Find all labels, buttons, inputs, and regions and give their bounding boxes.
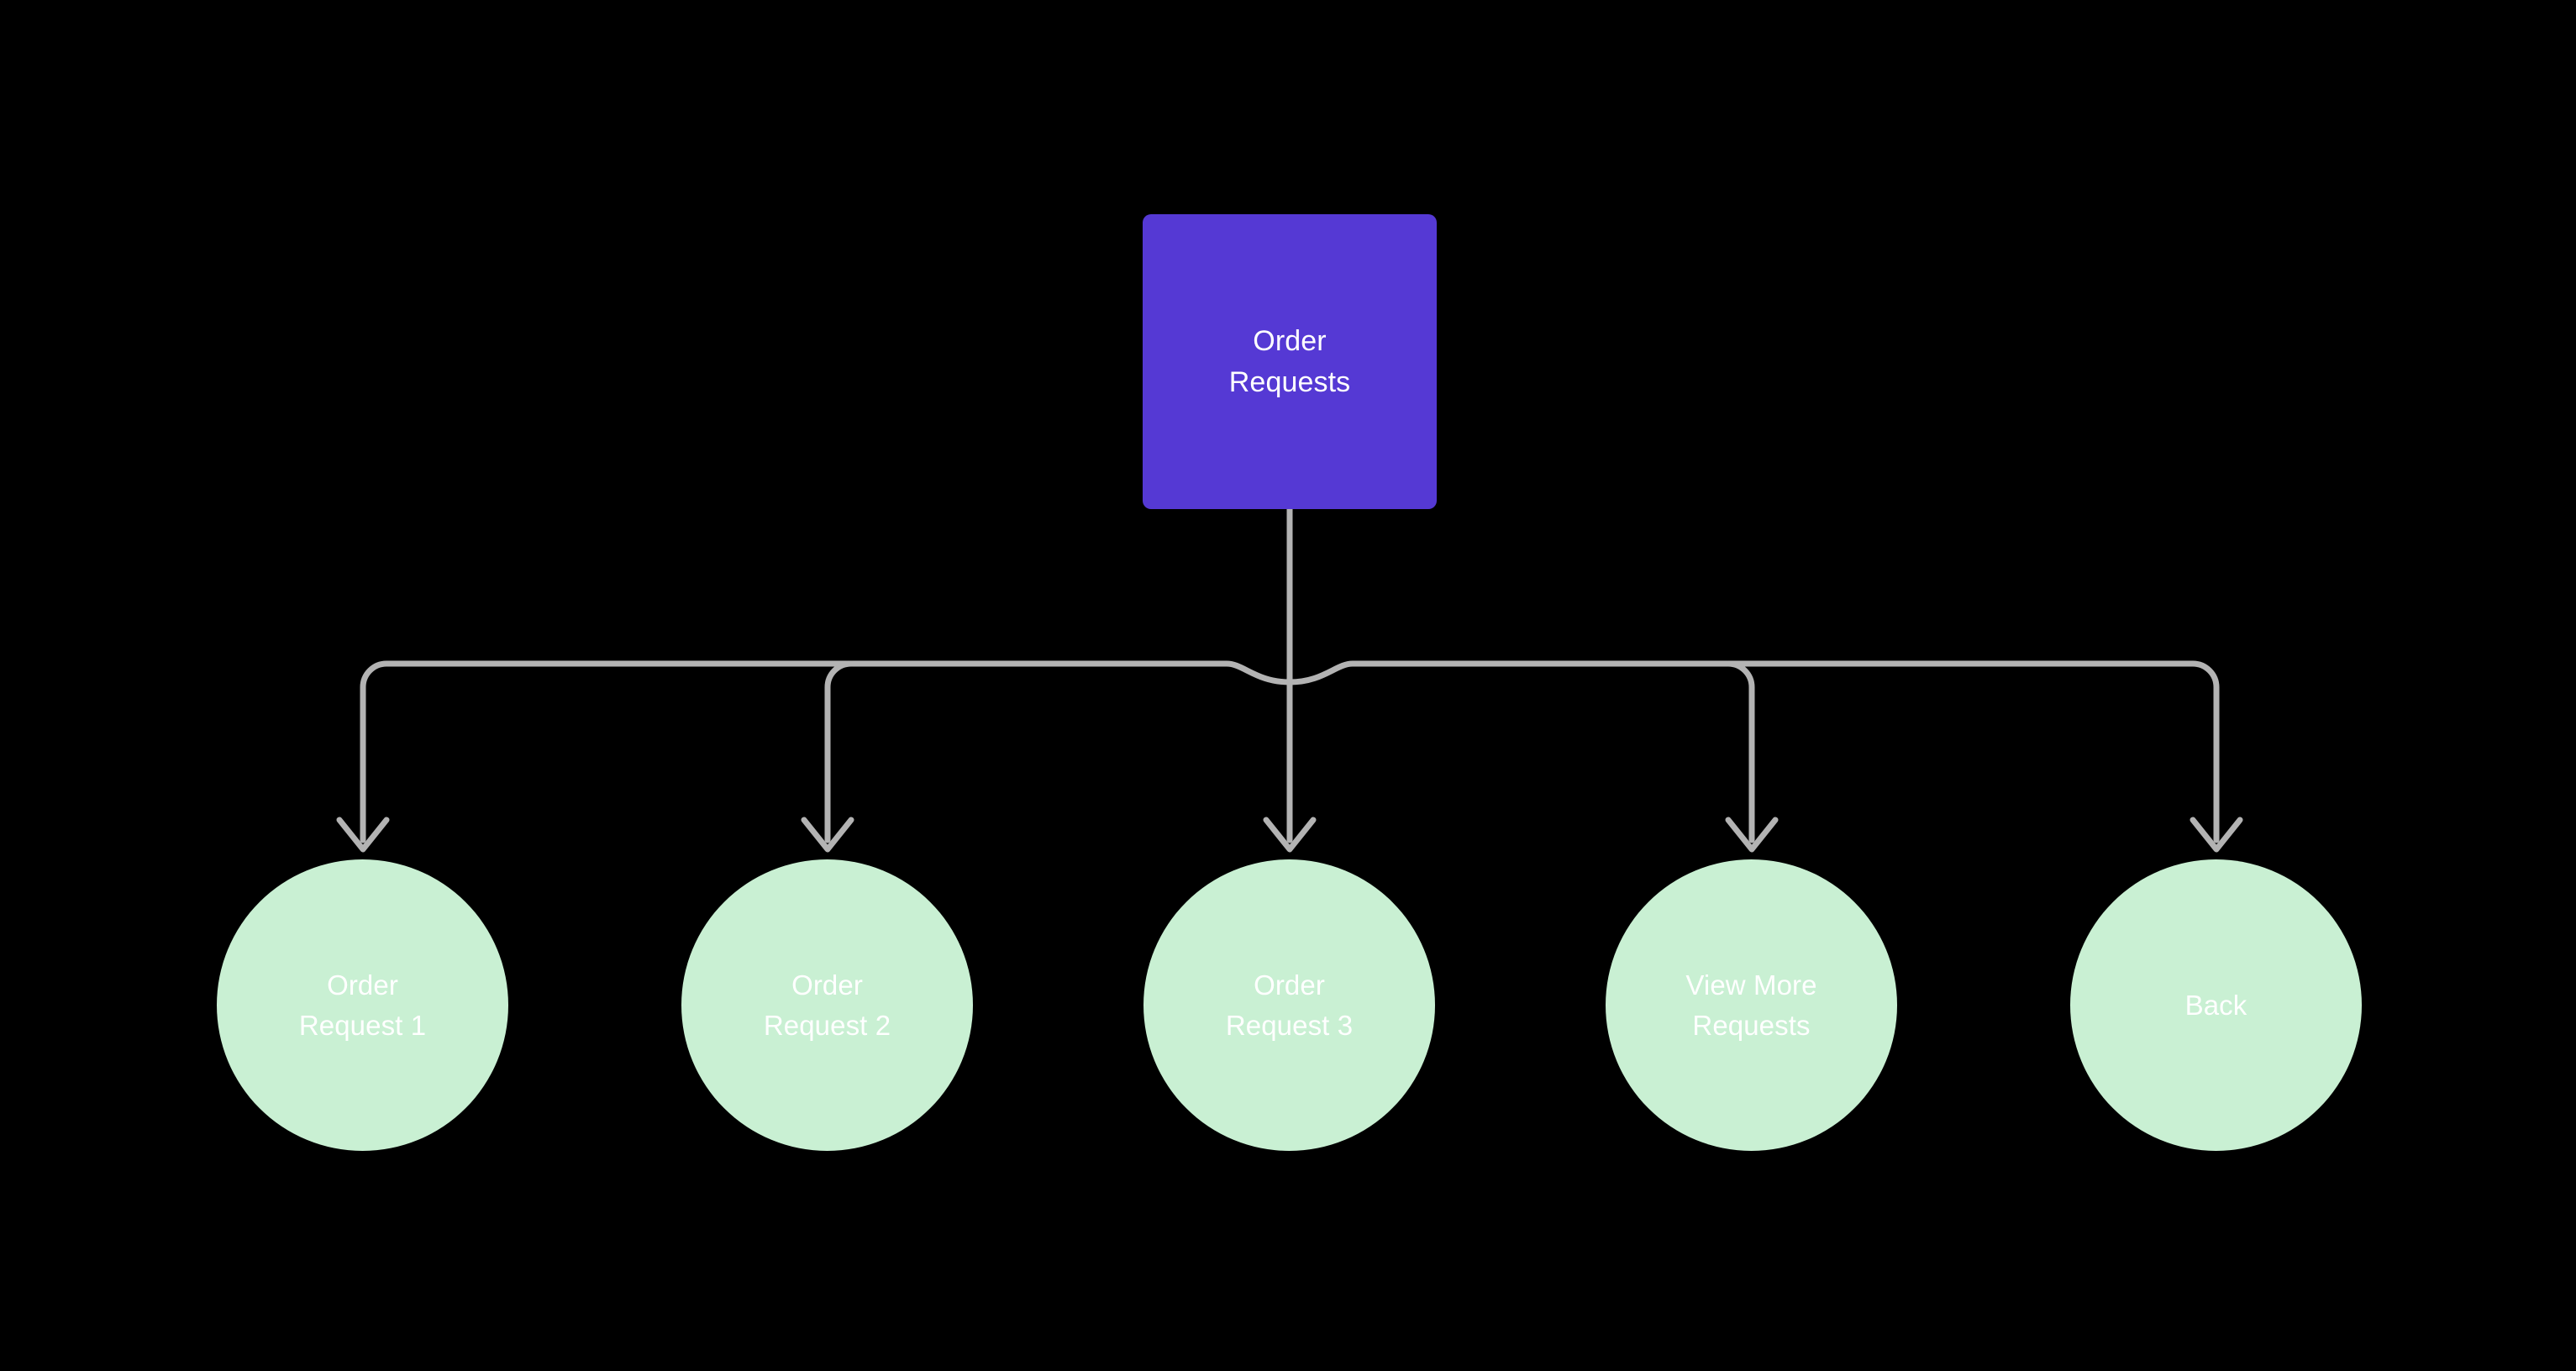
arrowhead-2 [801,817,854,853]
arrowhead-3 [1263,817,1317,853]
arrowhead-5 [2190,817,2243,853]
arrowhead-1 [336,817,390,853]
arrowhead-4 [1725,817,1779,853]
edge-rail-left [360,660,1293,843]
edge-drop-4 [1725,660,1755,843]
node-back[interactable]: Back [2070,859,2362,1151]
edge-rail-right [1286,660,2220,843]
node-label: Back [2184,989,2247,1021]
edge-drop-2 [824,660,854,843]
